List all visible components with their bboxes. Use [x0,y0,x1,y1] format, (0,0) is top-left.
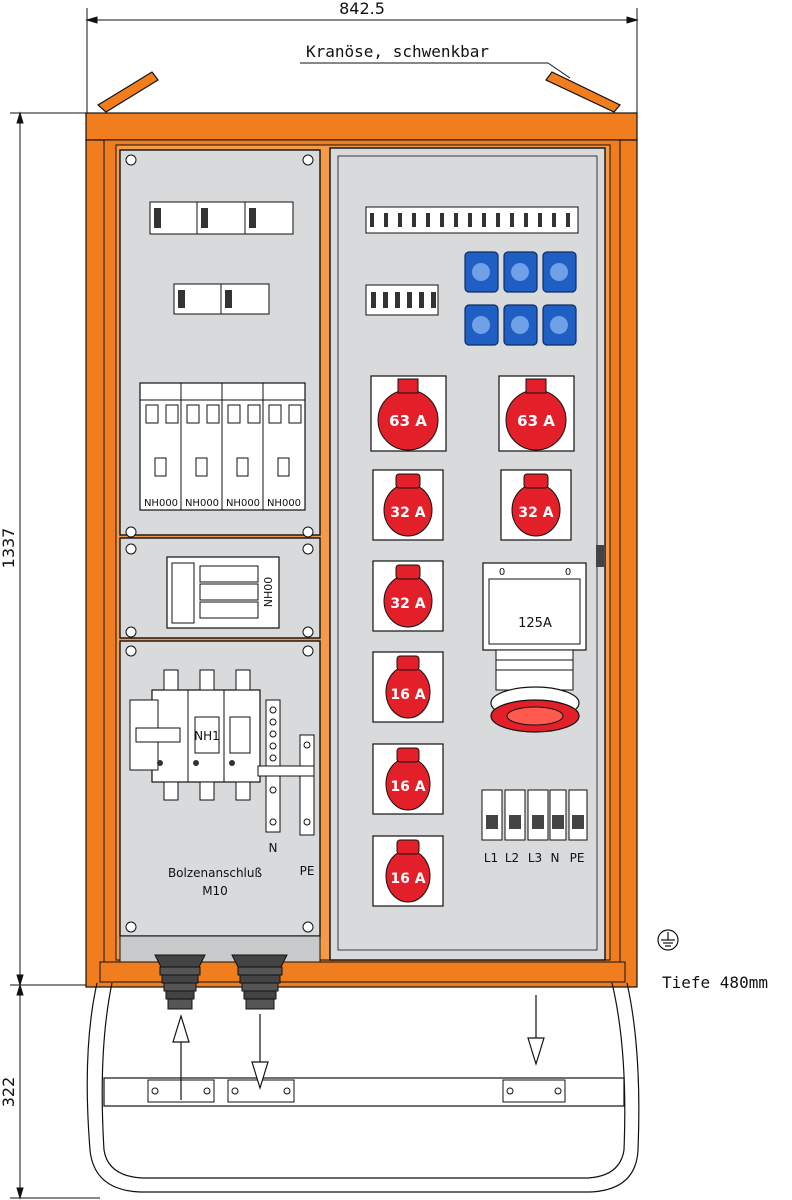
bolt-connection-label: Bolzenanschluß [168,866,263,880]
nh00-label: NH00 [262,577,275,608]
nh1-label: NH1 [194,729,220,743]
fuse-switch-block [139,382,306,511]
cee-socket-16a-2 [372,743,444,815]
socket-32a-lower-label: 32 A [390,596,425,612]
width-dimension-label: 842.5 [339,0,385,18]
nh1-switch [129,669,261,801]
cee-socket-16a-3 [372,835,444,907]
base-mounting-plates [147,1079,566,1103]
fuse-label-4: NH000 [267,498,301,509]
cee-socket-32a-right [500,469,572,541]
fuse-label-3: NH000 [226,498,260,509]
terminal-l2-label: L2 [505,851,519,865]
socket-63a-right-label: 63 A [517,412,555,430]
circuit-breakers-right-top [365,206,579,234]
cabinet-bottom-strip [99,961,626,983]
cable-entry-arrow-up [172,1013,190,1100]
socket-16a-3-label: 16 A [390,871,425,887]
height-dimension-label: 1337 [0,528,18,569]
cabinet-roof [85,112,638,141]
socket-32a-right-label: 32 A [518,505,553,521]
cee-socket-63a-left [370,375,447,452]
circuit-breakers-right-small [365,284,439,316]
left-panel [119,149,321,963]
circuit-breakers-top [149,201,294,235]
socket-32a-left-label: 32 A [390,505,425,521]
depth-label: Tiefe 480mm [662,973,768,992]
socket-125a-label: 125A [518,616,552,631]
crane-eye-right [545,71,621,113]
crane-eye-left [96,71,159,113]
crane-eye-label: Kranöse, schwenkbar [306,42,489,61]
cable-gland-left [154,954,206,1010]
circuit-breakers-middle [173,283,270,315]
nh00-switch [166,556,280,629]
n-label: N [269,841,278,855]
cable-exit-arrow-down-left [251,1014,269,1091]
panel-screws [125,154,314,933]
socket-63a-left-label: 63 A [389,412,427,430]
terminal-l1-label: L1 [484,851,498,865]
terminal-block [481,789,588,841]
cee-socket-63a-right [498,375,575,452]
terminal-n-label: N [551,851,560,865]
pe-label: PE [300,864,315,878]
door-latch [596,545,604,567]
bolt-size-label: M10 [202,884,228,898]
fuse-label-2: NH000 [185,498,219,509]
base-dimension-label: 322 [0,1077,18,1108]
height-dimension [10,111,100,1200]
cee-socket-32a-left [372,469,444,541]
cee-socket-16a-1 [372,651,444,723]
cable-exit-arrow-down-right [527,995,545,1067]
width-dimension [85,8,639,115]
socket-125a-mark-right: 0 [565,567,571,578]
terminal-pe-label: PE [570,851,585,865]
socket-16a-2-label: 16 A [390,779,425,795]
terminal-l3-label: L3 [528,851,542,865]
ground-symbol-icon [657,929,679,951]
socket-125a-mark-left: 0 [499,567,505,578]
cee-socket-32a-lower [372,560,444,632]
socket-16a-1-label: 16 A [390,687,425,703]
cee-socket-125a [482,562,587,733]
fuse-label-1: NH000 [144,498,178,509]
cable-gland-right [231,954,288,1010]
pe-busbar [257,734,315,836]
